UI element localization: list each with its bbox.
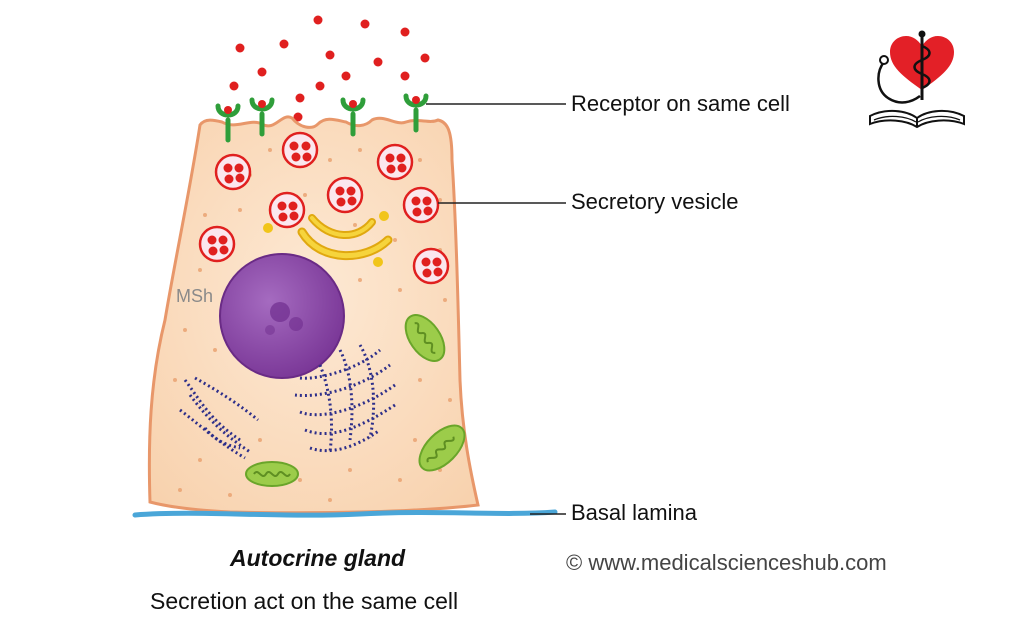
copyright-notice: © www.medicalscienceshub.com	[566, 550, 887, 575]
receptor-ligands	[224, 96, 420, 114]
secreted-molecules	[229, 15, 430, 122]
watermark-label: MSh	[176, 286, 214, 306]
golgi-apparatus	[263, 211, 393, 267]
secretory-vesicles	[198, 143, 450, 285]
mitochondria	[245, 314, 466, 487]
basal-lamina-label: Basal lamina	[571, 500, 697, 525]
caption-subtitle: Secretion act on the same cell	[150, 588, 459, 614]
receptors	[215, 93, 429, 143]
rough-endoplasmic-reticulum	[179, 344, 396, 460]
basal-lamina	[132, 509, 558, 518]
exocytosing-vesicle	[281, 131, 319, 169]
nucleus	[219, 253, 345, 379]
receptor-label: Receptor on same cell	[571, 91, 790, 116]
secretory-vesicle-label: Secretory vesicle	[571, 189, 739, 214]
caption-title: Autocrine gland	[230, 545, 406, 571]
leader-lines	[426, 103, 566, 515]
heart-stethoscope-logo-icon	[869, 30, 965, 129]
